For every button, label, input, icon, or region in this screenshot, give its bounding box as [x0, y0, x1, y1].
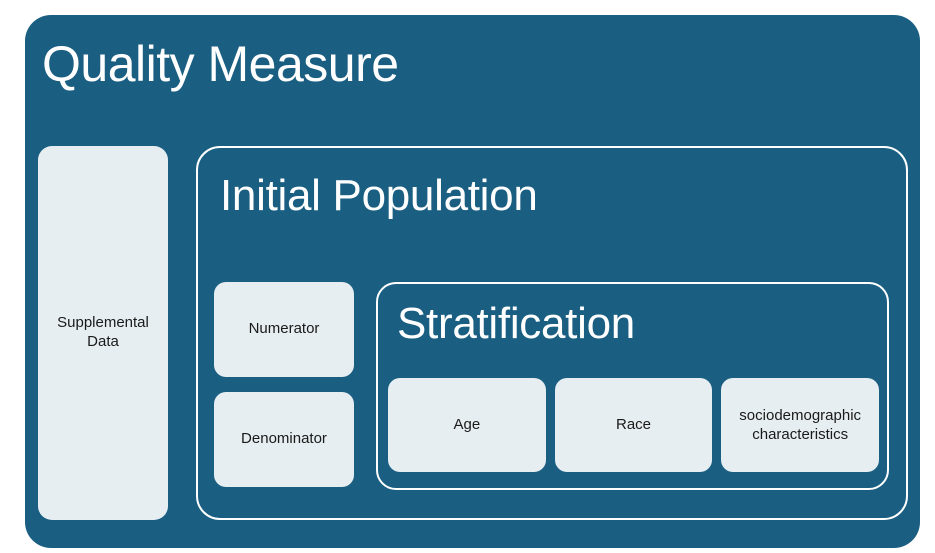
stratification-chip-sociodemographic-label: sociodemographic characteristics — [739, 406, 862, 444]
initial-population-container: Initial Population Numerator Denominator… — [196, 146, 908, 520]
supplemental-data-label: Supplemental Data — [57, 314, 149, 350]
stratification-chip-sociodemographic: sociodemographic characteristics — [721, 378, 880, 472]
stratification-title: Stratification — [397, 299, 635, 348]
numerator-card: Numerator — [214, 282, 354, 377]
quality-measure-container: Quality Measure Supplemental Data Initia… — [25, 15, 920, 548]
stratification-chip-age: Age — [388, 378, 546, 472]
denominator-label: Denominator — [241, 430, 327, 448]
stratification-chip-race-label: Race — [615, 416, 652, 434]
stratification-chip-list: Age Race sociodemographic characteristic… — [388, 378, 880, 472]
denominator-card: Denominator — [214, 392, 354, 487]
stratification-chip-age-label: Age — [453, 416, 481, 434]
numerator-label: Numerator — [248, 320, 320, 338]
stratification-chip-race: Race — [554, 378, 713, 472]
quality-measure-title: Quality Measure — [42, 36, 399, 92]
stratification-container: Stratification Age Race sociodemographic… — [376, 282, 889, 490]
supplemental-data-card: Supplemental Data — [38, 146, 168, 520]
initial-population-title: Initial Population — [220, 171, 538, 220]
